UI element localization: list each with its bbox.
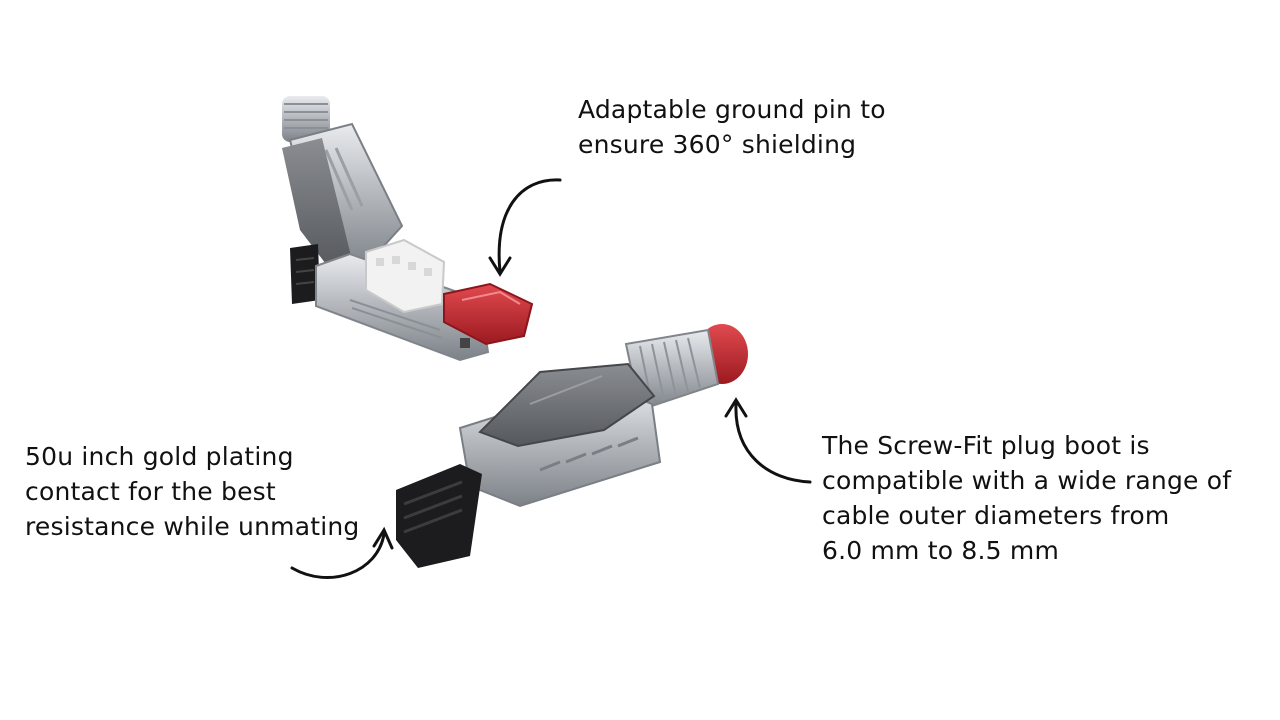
arrow-screw-fit [724,397,812,484]
arrow-ground-pin [488,178,562,277]
arrow-gold-plating [290,526,394,579]
annotation-line: compatible with a wide range of [822,466,1232,495]
plug-nose-closed [396,464,482,568]
open-connector [282,96,534,362]
annotation-screw-fit: The Screw-Fit plug boot is compatible wi… [822,428,1231,568]
plug-nose-open [290,244,320,304]
annotation-line: resistance while unmating [25,512,360,541]
hinged-lid [282,122,404,272]
ground-pin-highlight [443,282,534,346]
annotation-line: ensure 360° shielding [578,130,857,159]
annotation-line: The Screw-Fit plug boot is [822,431,1150,460]
annotation-line: 50u inch gold plating [25,442,294,471]
threaded-cable-end [282,96,330,142]
annotation-gold-plating: 50u inch gold plating contact for the be… [25,439,359,544]
annotation-line: Adaptable ground pin to [578,95,886,124]
annotation-ground-pin: Adaptable ground pin to ensure 360° shie… [578,92,886,162]
annotation-line: cable outer diameters from [822,501,1170,530]
annotation-line: 6.0 mm to 8.5 mm [822,536,1060,565]
annotation-line: contact for the best [25,477,276,506]
latch-cover [478,362,656,448]
idc-insert [365,238,446,314]
closed-connector [396,324,748,568]
